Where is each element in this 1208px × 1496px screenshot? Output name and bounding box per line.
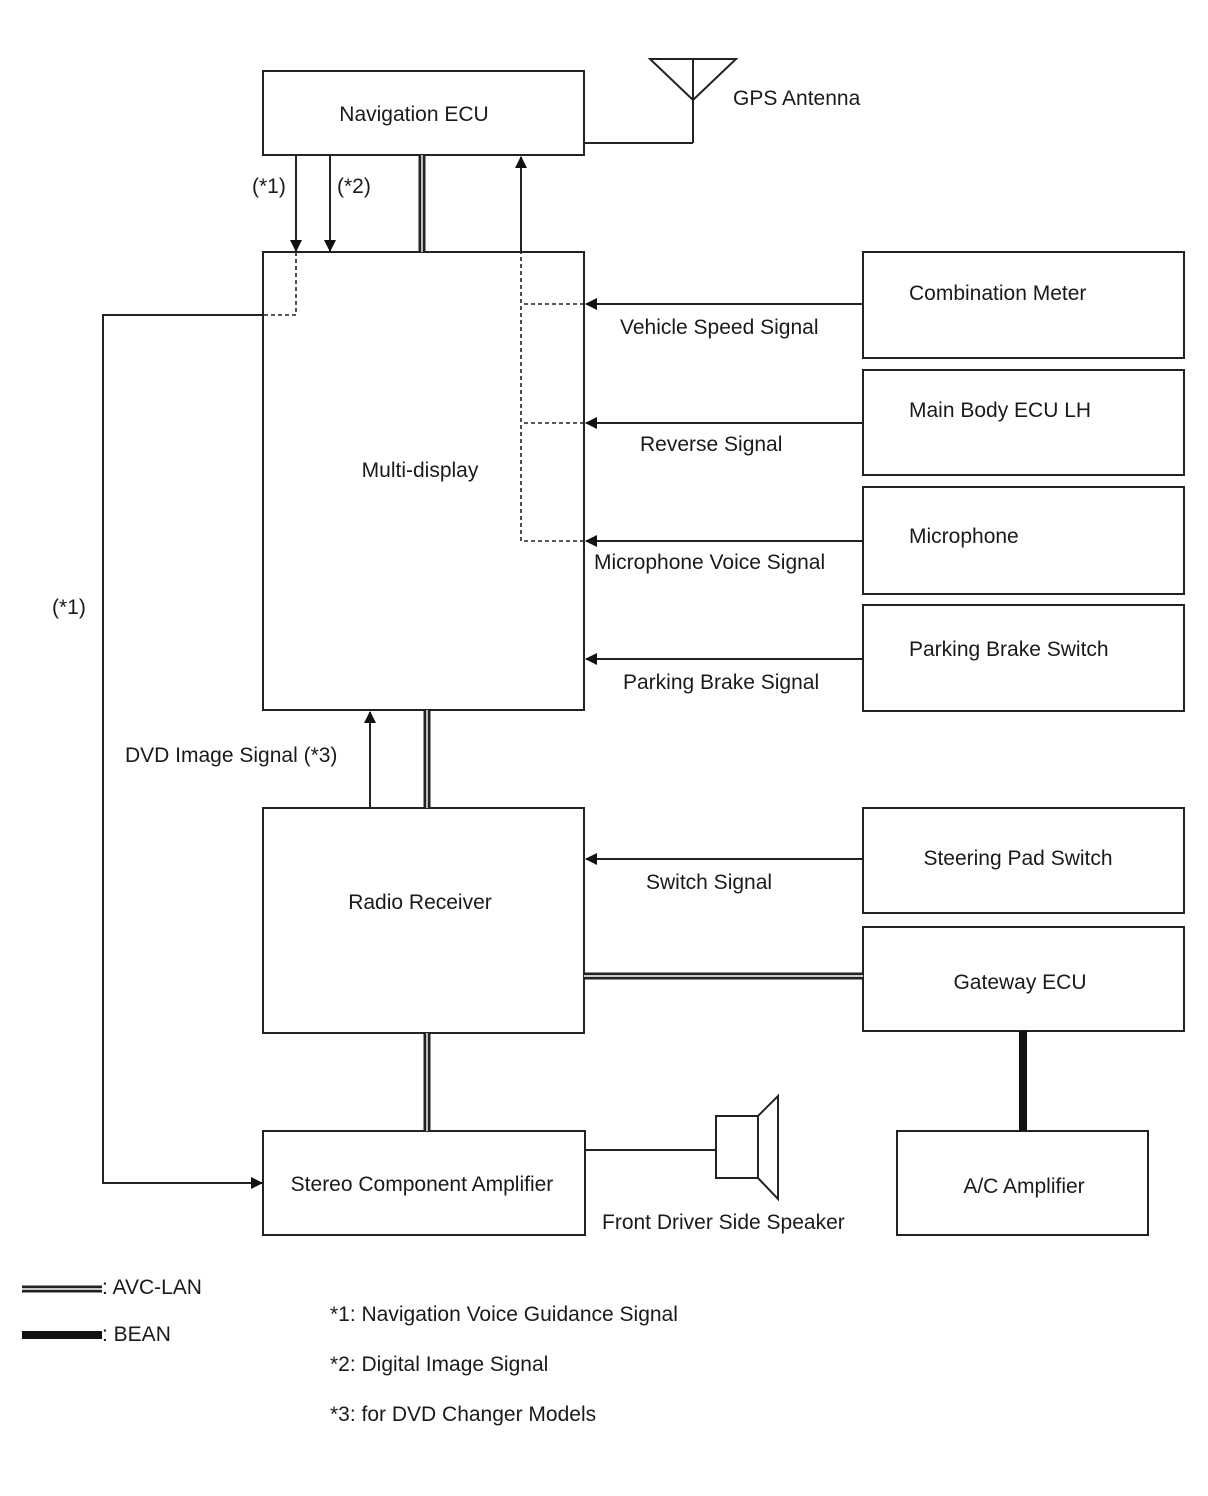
ac-amplifier-label: A/C Amplifier	[963, 1175, 1084, 1198]
nav-voice-to-amplifier-line	[102, 314, 263, 1189]
vehicle-speed-label: Vehicle Speed Signal	[620, 316, 819, 339]
mic-internal-path	[520, 252, 584, 542]
dvd-image-label: DVD Image Signal (*3)	[125, 744, 337, 767]
gps-antenna-icon	[584, 58, 739, 144]
combination-meter-label: Combination Meter	[909, 282, 1086, 305]
note-2: *2: Digital Image Signal	[330, 1353, 548, 1376]
front-speaker-label: Front Driver Side Speaker	[602, 1211, 845, 1234]
note-3: *3: for DVD Changer Models	[330, 1403, 596, 1426]
switch-signal-label: Switch Signal	[646, 871, 772, 894]
parking-brake-switch-label: Parking Brake Switch	[909, 638, 1109, 661]
radio-receiver-label: Radio Receiver	[348, 891, 492, 914]
multi-display-label: Multi-display	[362, 459, 479, 482]
microphone-label: Microphone	[909, 525, 1019, 548]
note-1: *1: Navigation Voice Guidance Signal	[330, 1303, 678, 1326]
nav-voice-ref-top: (*1)	[252, 175, 286, 198]
steering-pad-switch-label: Steering Pad Switch	[923, 847, 1112, 870]
multi-display-box: Multi-display	[262, 251, 585, 711]
navigation-ecu-label: Navigation ECU	[339, 103, 488, 126]
steering-pad-switch-box: Steering Pad Switch	[862, 807, 1185, 914]
ac-amplifier-box: A/C Amplifier	[896, 1130, 1149, 1236]
gps-antenna-label: GPS Antenna	[733, 87, 861, 110]
gateway-ecu-box: Gateway ECU	[862, 926, 1185, 1032]
main-body-ecu-label: Main Body ECU LH	[909, 399, 1091, 422]
parking-brake-switch-box: Parking Brake Switch	[862, 604, 1185, 712]
radio-receiver-box: Radio Receiver	[262, 807, 585, 1034]
main-body-ecu-box: Main Body ECU LH	[862, 369, 1185, 476]
legend-avc-lan: : AVC-LAN	[22, 1276, 202, 1299]
speaker-icon	[715, 1093, 779, 1202]
legend-bean: : BEAN	[22, 1323, 171, 1346]
parking-brake-label: Parking Brake Signal	[623, 671, 819, 694]
nav-voice-ref-left: (*1)	[52, 596, 86, 619]
legend-bean-label: : BEAN	[102, 1323, 171, 1346]
stereo-amplifier-box: Stereo Component Amplifier	[262, 1130, 586, 1236]
stereo-amplifier-label: Stereo Component Amplifier	[291, 1173, 554, 1196]
nav-voice-internal-path	[263, 252, 297, 316]
gateway-ecu-label: Gateway ECU	[953, 971, 1086, 994]
combination-meter-box: Combination Meter	[862, 251, 1185, 359]
microphone-voice-label: Microphone Voice Signal	[594, 551, 825, 574]
digital-image-ref-top: (*2)	[337, 175, 371, 198]
microphone-box: Microphone	[862, 486, 1185, 595]
reverse-label: Reverse Signal	[640, 433, 782, 456]
legend-avc-lan-label: : AVC-LAN	[102, 1276, 202, 1299]
navigation-ecu-box: Navigation ECU	[262, 70, 585, 156]
